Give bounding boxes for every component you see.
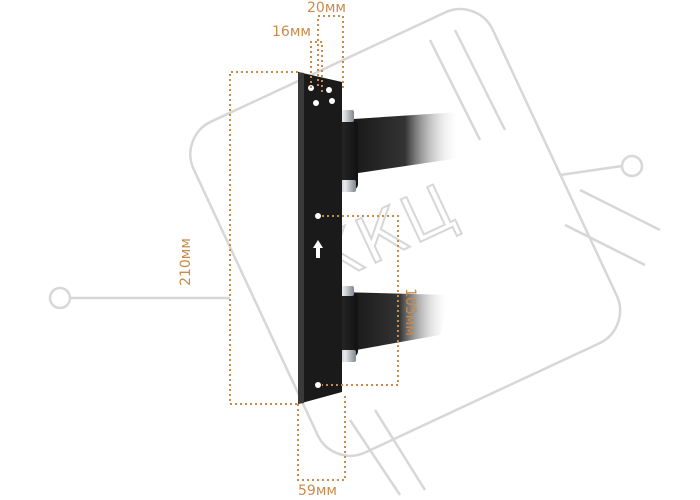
dimension-label-hole-spacing: 16мм <box>272 24 311 40</box>
dimension-line-total-height <box>229 71 298 405</box>
watermark-line-right-3 <box>564 223 646 267</box>
watermark-line-top-1 <box>428 39 482 141</box>
watermark-line-bottom-2 <box>373 409 427 491</box>
dimension-line-arm-spacing <box>322 215 399 386</box>
dimension-line-bottom-width <box>297 396 346 481</box>
watermark-line-top-2 <box>453 29 507 131</box>
wall-plate <box>298 72 342 404</box>
watermark-line-bottom-1 <box>348 419 402 496</box>
dimension-label-total-height: 210мм <box>178 238 194 286</box>
wall-plate-edge <box>298 72 304 404</box>
watermark-circle-right <box>620 154 644 178</box>
plate-hole <box>313 100 319 106</box>
dimension-label-top-width: 20мм <box>307 0 346 16</box>
watermark-frame <box>189 7 622 457</box>
watermark-circle-left <box>48 286 72 310</box>
wall-plate-body <box>298 72 342 404</box>
arrow-up-icon <box>313 240 323 258</box>
lower-arm-bar <box>338 292 450 352</box>
plate-hole <box>315 382 321 388</box>
plate-hole <box>315 213 321 219</box>
plate-hole <box>329 98 335 104</box>
watermark-line-right <box>559 164 623 177</box>
upper-arm-bar <box>338 112 460 175</box>
dimension-label-arm-spacing: 105мм <box>402 288 418 336</box>
plate-hole <box>326 87 332 93</box>
dimension-label-bottom-width: 59мм <box>298 483 337 499</box>
dimension-line-top-width <box>317 15 344 88</box>
dimension-line-hole-spacing <box>310 41 323 92</box>
dimension-lines <box>229 15 399 481</box>
watermark-logo <box>48 7 661 496</box>
watermark-line-right-2 <box>579 188 661 232</box>
